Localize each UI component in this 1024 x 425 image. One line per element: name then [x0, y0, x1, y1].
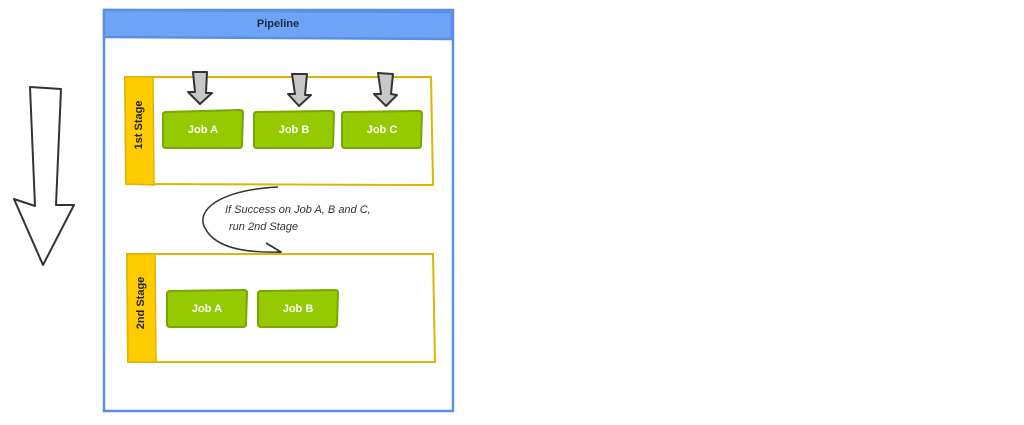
job-box[interactable]: Job B — [253, 109, 336, 149]
job-label: Job B — [283, 303, 314, 315]
job-box[interactable]: Job A — [162, 108, 245, 149]
stage-1-tab — [124, 76, 155, 186]
flow-direction-arrow-icon — [13, 86, 75, 266]
stage-2-label: 2nd Stage — [135, 277, 147, 330]
transition-text-line2: run 2nd Stage — [229, 221, 298, 233]
job-label: Job B — [279, 124, 310, 136]
job-label: Job A — [192, 303, 222, 315]
job-label: Job C — [367, 124, 398, 136]
stage-1-label: 1st Stage — [133, 101, 145, 150]
transition-text-line1: If Success on Job A, B and C, — [225, 204, 371, 216]
job-box[interactable]: Job B — [257, 288, 340, 328]
transition-arrow: If Success on Job A, B and C, run 2nd St… — [202, 186, 371, 260]
trigger-arrow-icon — [187, 71, 213, 105]
job-label: Job A — [188, 124, 218, 136]
stage-1: 1st Stage Job A Job B Job C — [123, 71, 435, 187]
job-box[interactable]: Job A — [166, 288, 249, 328]
job-box[interactable]: Job C — [341, 109, 424, 149]
stage-2: 2nd Stage Job A Job B — [125, 253, 437, 363]
trigger-arrow-icon — [373, 72, 398, 107]
trigger-arrow-icon — [287, 73, 312, 107]
stage-2-tab — [126, 253, 157, 363]
curved-arrow-icon — [202, 186, 281, 253]
pipeline-title: Pipeline — [257, 18, 299, 30]
pipeline-header — [102, 8, 454, 41]
